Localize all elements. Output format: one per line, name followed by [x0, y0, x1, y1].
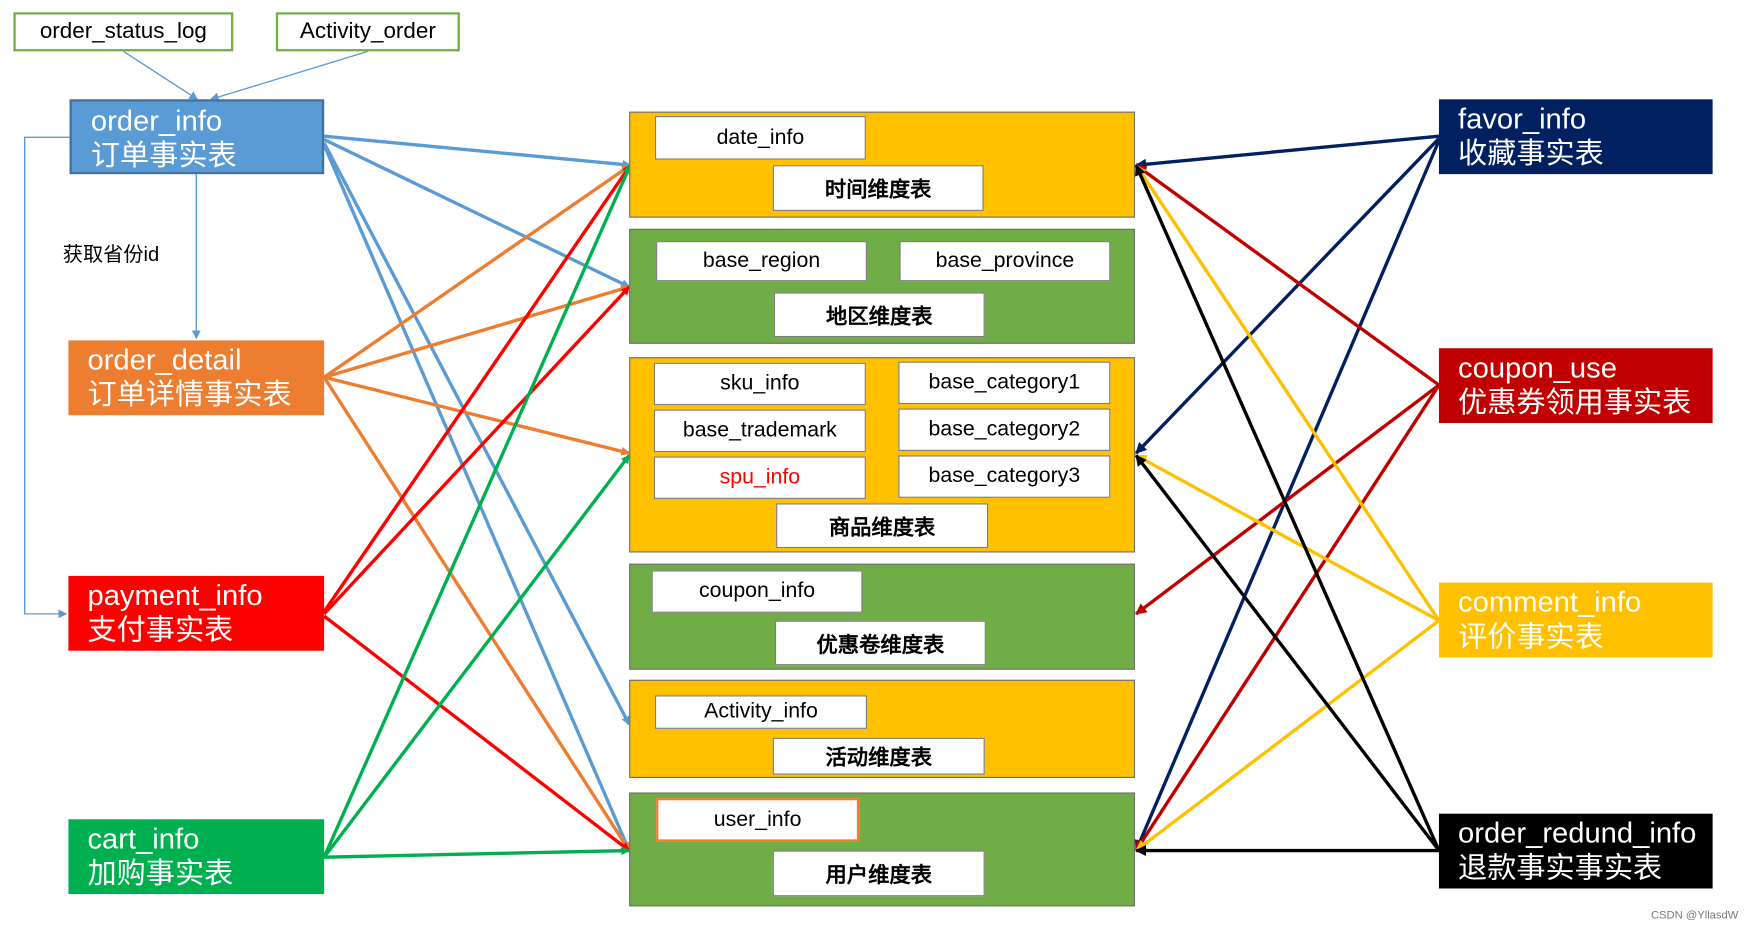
dim-region-label: 地区维度表: [773, 292, 985, 338]
fact-cart-info-cn: 加购事实表: [87, 856, 234, 890]
dim-activity-label: 活动维度表: [772, 737, 985, 775]
table-user-info: user_info: [656, 798, 860, 842]
fact-favor-info-cn: 收藏事实表: [1458, 136, 1604, 170]
line-order-to-user: [322, 144, 631, 852]
table-base-category3: base_category3: [898, 455, 1111, 498]
dim-coupon[interactable]: coupon_info 优惠卷维度表: [629, 563, 1136, 670]
line-refund-to-sku: [1134, 454, 1441, 852]
line-activity-order-to-order: [209, 50, 369, 102]
line-refund-to-date: [1134, 164, 1441, 852]
fact-order-detail-cn: 订单详情事实表: [87, 377, 292, 411]
fact-comment-info-name: comment_info: [1458, 584, 1642, 619]
fact-cart-info[interactable]: cart_info 加购事实表: [68, 819, 325, 895]
dim-date-label: 时间维度表: [772, 165, 984, 211]
fact-comment-info[interactable]: comment_info 评价事实表: [1438, 582, 1713, 658]
fact-order-redund-info-name: order_redund_info: [1458, 815, 1697, 850]
dim-sku-label: 商品维度表: [776, 503, 989, 549]
table-base-category2: base_category2: [898, 408, 1111, 451]
fact-coupon-use-cn: 优惠券领用事实表: [1458, 385, 1692, 419]
fact-coupon-use-name: coupon_use: [1458, 350, 1617, 384]
line-comment-to-date: [1134, 164, 1441, 622]
table-spu-info: spu_info: [653, 456, 866, 499]
line-detail-to-user: [322, 376, 631, 852]
table-base-trademark: base_trademark: [653, 409, 866, 453]
dim-coupon-label: 优惠卷维度表: [774, 620, 986, 666]
table-base-province: base_province: [899, 241, 1111, 282]
line-detail-to-region: [323, 284, 631, 379]
dim-region[interactable]: base_region base_province 地区维度表: [629, 228, 1136, 344]
line-favor-to-user: [1134, 139, 1441, 852]
fact-favor-info[interactable]: favor_info 收藏事实表: [1438, 99, 1713, 175]
dim-user[interactable]: user_info 用户维度表: [629, 792, 1136, 907]
table-activity-info: Activity_info: [654, 695, 867, 729]
line-coupon-to-user: [1134, 384, 1441, 852]
fact-comment-info-cn: 评价事实表: [1458, 619, 1604, 653]
line-coupon-to-date: [1135, 163, 1440, 387]
fact-order-detail[interactable]: order_detail 订单详情事实表: [68, 340, 325, 416]
fact-payment-info[interactable]: payment_info 支付事实表: [68, 575, 325, 651]
table-date-info: date_info: [654, 116, 866, 160]
line-cart-to-date: [322, 164, 632, 858]
credit-text: CSDN @YllasdW: [1650, 909, 1739, 922]
line-order-to-date: [323, 134, 632, 169]
dim-sku[interactable]: sku_info base_trademark spu_info base_ca…: [629, 357, 1136, 553]
line-order-to-activity: [322, 142, 631, 726]
table-base-region: base_region: [656, 241, 867, 282]
line-coupon-to-coupondim: [1135, 383, 1440, 616]
fact-order-info-cn: 订单事实表: [90, 138, 237, 172]
line-payment-to-user: [323, 614, 631, 852]
fact-coupon-use[interactable]: coupon_use 优惠券领用事实表: [1438, 348, 1713, 424]
line-payment-to-region: [322, 285, 631, 616]
fact-order-redund-info-cn: 退款事实事实表: [1458, 850, 1663, 885]
line-payment-to-date: [322, 164, 632, 613]
table-base-category1: base_category1: [898, 361, 1111, 405]
dim-activity[interactable]: Activity_info 活动维度表: [629, 679, 1136, 778]
table-sku-info: sku_info: [653, 362, 866, 406]
line-cart-to-user: [324, 846, 631, 859]
line-comment-to-sku: [1135, 453, 1440, 623]
dim-user-label: 用户维度表: [772, 850, 985, 897]
fact-order-detail-name: order_detail: [87, 342, 242, 377]
line-order-to-region: [323, 138, 631, 289]
line-cart-to-sku: [322, 454, 631, 859]
fact-order-redund-info[interactable]: order_redund_info 退款事实事实表: [1438, 813, 1713, 889]
source-order-status-log: order_status_log: [13, 12, 234, 52]
line-detail-to-date: [323, 163, 632, 379]
fact-payment-info-cn: 支付事实表: [87, 612, 234, 647]
line-detail-to-sku: [323, 375, 631, 456]
fact-order-info-name: order_info: [90, 103, 223, 138]
line-favor-to-sku: [1134, 137, 1441, 455]
fact-order-info[interactable]: order_info 订单事实表: [69, 99, 325, 175]
line-favor-to-date: [1135, 134, 1440, 170]
line-comment-to-user: [1135, 619, 1440, 852]
source-activity-order: Activity_order: [275, 12, 460, 52]
dim-date[interactable]: date_info 时间维度表: [629, 111, 1136, 218]
note-province-id: 获取省份id: [62, 243, 160, 266]
fact-payment-info-name: payment_info: [87, 578, 263, 612]
table-coupon-info: coupon_info: [651, 570, 863, 613]
fact-cart-info-name: cart_info: [87, 821, 200, 855]
fact-favor-info-name: favor_info: [1458, 101, 1587, 136]
line-status-log-to-order: [123, 50, 199, 100]
line-order-to-payment: [24, 136, 71, 619]
